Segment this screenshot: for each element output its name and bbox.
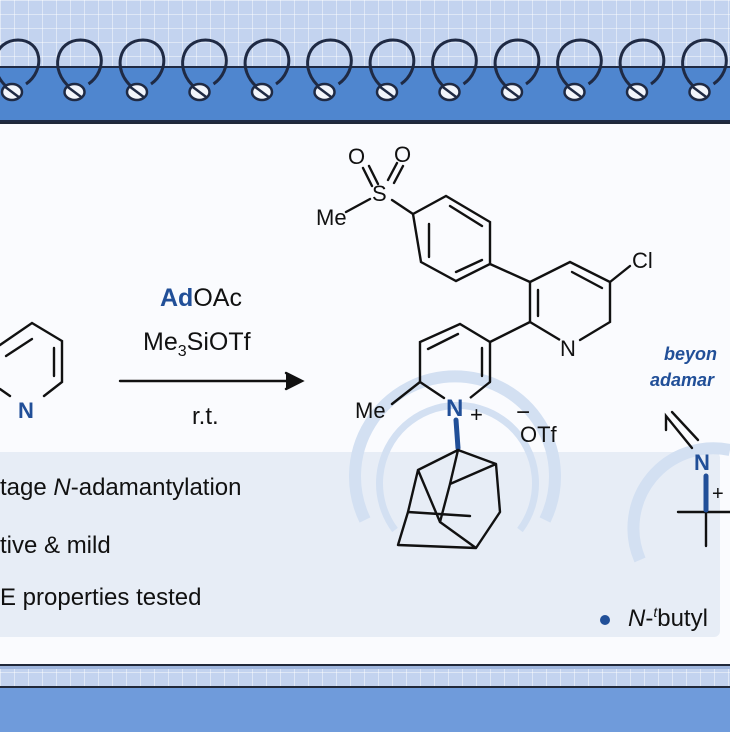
counterion-label: OTf [520,422,558,447]
feature-1-post: -adamantylation [70,474,242,501]
binding-wire [378,85,396,99]
tbutyl-ring-fragment [664,410,700,450]
binding-wire [65,85,84,99]
bullet-ntbutyl-italic: N [628,605,646,632]
tbutyl-bonds [676,510,730,548]
reactant-pyridine [0,321,64,398]
methyl-pyridinium-label: Me [355,398,386,423]
pyridinium-double [426,332,484,378]
binding-wire [128,85,146,99]
chloropyridine-ring [528,260,612,342]
binding-loop [306,38,353,90]
binding-loop [493,38,541,90]
beyond-line-1: beyon [664,344,718,364]
binding-loop [118,38,166,90]
binding-wire [690,85,709,99]
binding-wire [503,85,521,99]
binding-loop [431,38,478,90]
feature-1-pre: tage [0,474,54,501]
chloro-label: Cl [632,248,653,273]
so2-oxygen-2: O [394,142,411,167]
beyond-line-2: adamar [650,370,715,390]
bullet-dot [600,615,610,625]
reaction-arrow-head [284,371,305,391]
binding-wire [440,85,459,99]
biaryl-bond-1 [488,262,532,284]
chloro-bond [608,264,632,284]
binding-loop [681,38,728,90]
feature-1: tage N-adamantylation [0,474,242,502]
feature-2: tive & mild [0,532,111,559]
binding-loop [243,38,291,90]
ring-small [627,442,730,563]
reactant-n-label: N [18,398,34,423]
methyl-sulfonyl-label: Me [316,205,347,230]
binding-wire [628,85,646,99]
sulfur-label: S [372,181,387,206]
pyridine-n-label: N [560,336,576,361]
binding-loop [56,38,103,90]
reactant-pyridine-double [4,337,56,378]
feature-1-italic: N [53,474,71,501]
n-adamantyl-bond [453,417,461,451]
conditions-label: r.t. [192,403,219,430]
phenyl-ring [411,194,492,283]
binding-loop [556,38,603,90]
bullet-ntbutyl: N-tbutyl [628,604,708,633]
feature-3: E properties tested [0,584,202,611]
adamantane-cage [396,448,502,550]
bullet-ntbutyl-rest: butyl [657,605,708,632]
binding-loop [181,38,228,90]
chloropyridine-double [536,270,604,318]
reagent-line-1: AdOAc [160,284,242,312]
sulfonyl-bonds [344,161,415,216]
binding-wire [565,85,584,99]
methyl-bond [390,380,422,406]
tbutyl-plus: + [712,483,724,505]
binding-loop [0,38,41,90]
tbutyl-n-label: N [694,450,710,475]
ring-large [349,370,561,523]
bullet-ntbutyl-dash: - [645,605,654,632]
pyridinium-plus: + [470,402,483,427]
so2-oxygen-1: O [348,144,365,169]
spiral-binding [0,38,728,102]
phenyl-double-bonds [427,204,484,274]
binding-wire [190,85,209,99]
biaryl-bond-2 [488,320,532,344]
bullet-ntbutyl-sup: t [653,604,658,620]
binding-wire [253,85,271,99]
ring-large-inner [376,401,539,533]
binding-wire [3,85,21,99]
pyridinium-n-label: N [446,395,463,422]
counterion-minus: − [516,399,530,426]
bottom-band [0,686,730,732]
reagent-line-2: Me3SiOTf [143,328,251,360]
binding-loop [618,38,666,90]
binding-wire [315,85,334,99]
binding-loop [368,38,416,90]
